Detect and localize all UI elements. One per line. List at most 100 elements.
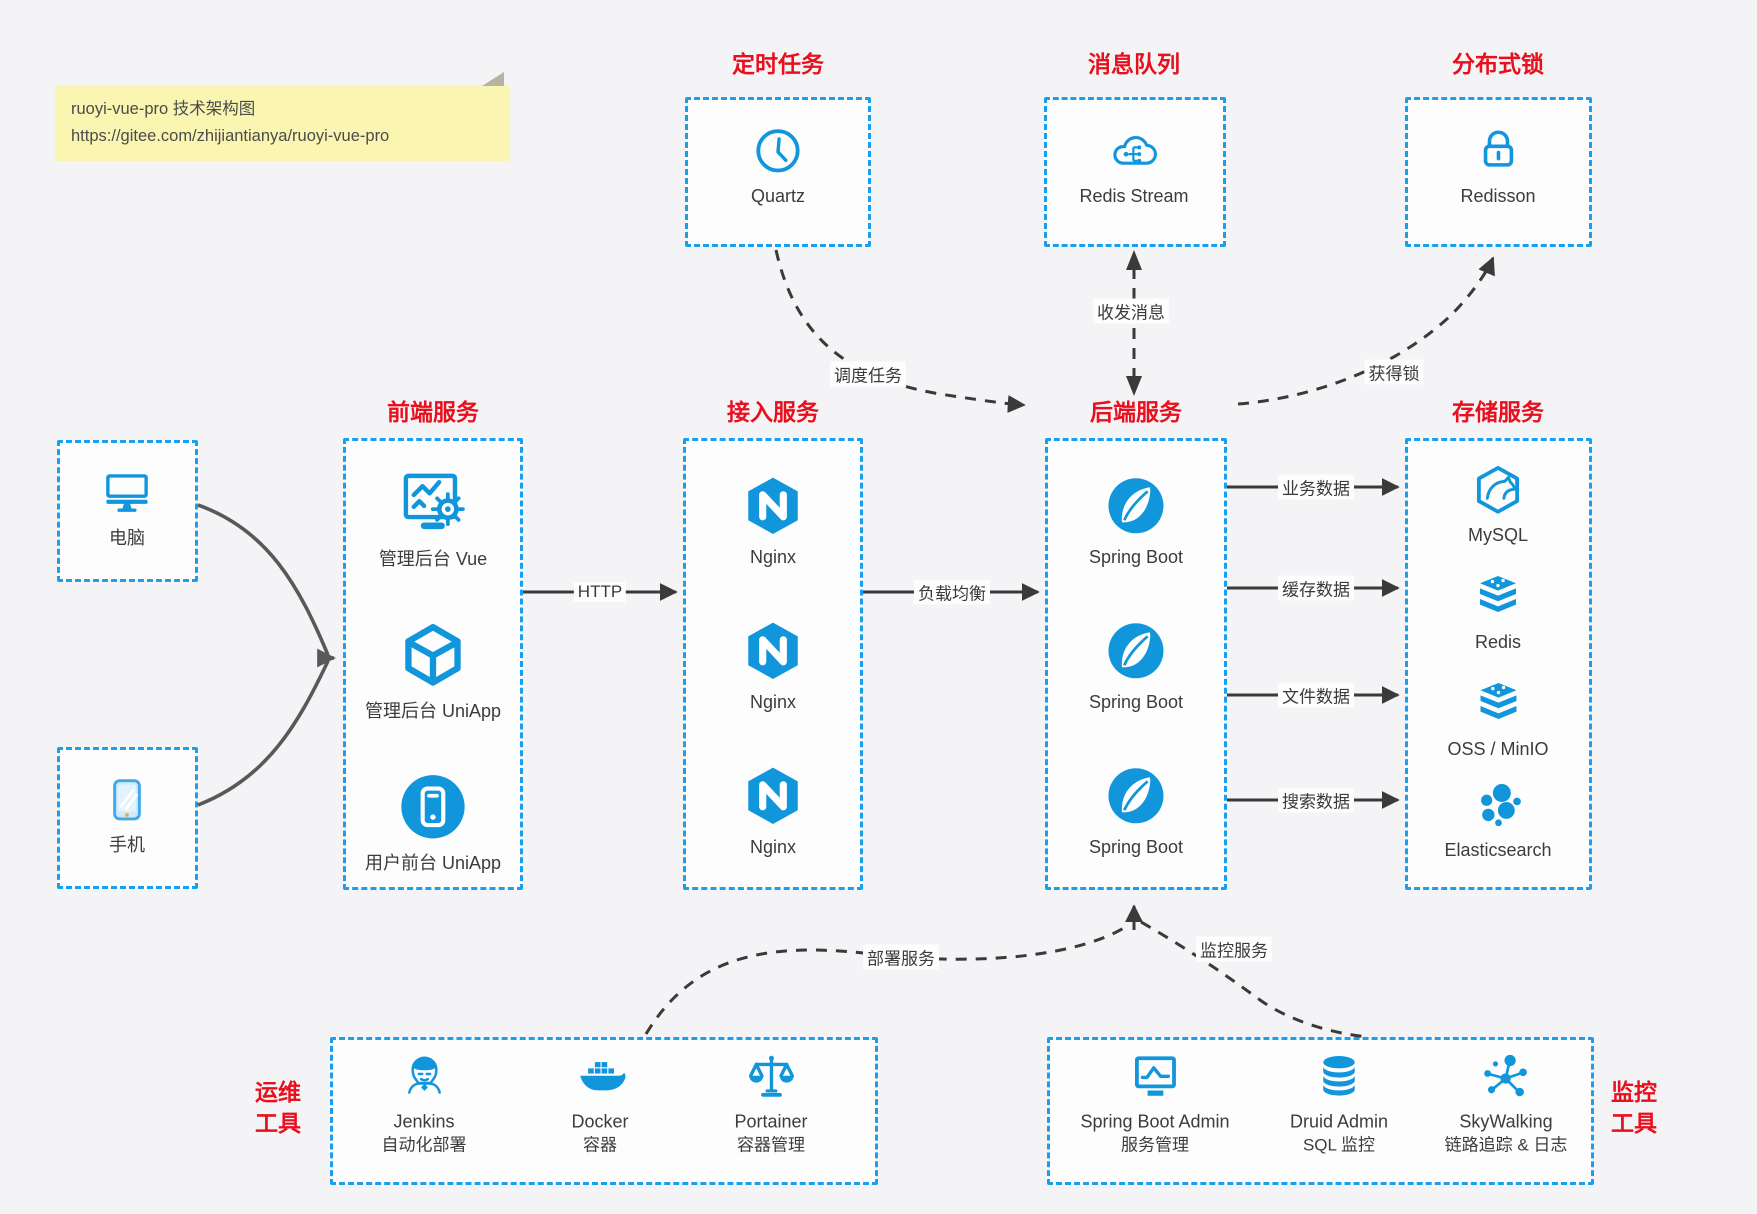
edge-message-arrow-down: [1126, 376, 1142, 396]
edge-get-lock: [1237, 256, 1495, 406]
edge-label-message: 收发消息: [1093, 298, 1169, 324]
group-title-distributed-lock: 分布式锁: [1452, 51, 1544, 77]
group-title-ops-tools: 运维 工具: [255, 1077, 301, 1139]
node-redisson: Redisson: [1460, 124, 1536, 208]
edge-message-arrow-up: [1126, 250, 1142, 270]
nginx-icon: [740, 618, 806, 684]
sticky-note: ruoyi-vue-pro 技术架构图 https://gitee.com/zh…: [55, 72, 510, 162]
node-skywalking: SkyWalking 链路追踪 & 日志: [1444, 1049, 1568, 1156]
group-title-frontend: 前端服务: [387, 399, 479, 425]
node-admin-uniapp: 管理后台 UniApp: [365, 617, 501, 723]
monitor-pulse-icon: [1128, 1049, 1182, 1103]
node-label: Redisson: [1460, 185, 1536, 206]
edge-label-deploy: 部署服务: [863, 944, 939, 970]
node-mobile: 手机: [100, 773, 154, 857]
group-title-monitor-tools: 监控 工具: [1611, 1077, 1657, 1139]
node-spring-boot-1: Spring Boot: [1089, 473, 1183, 569]
node-docker: Docker 容器: [571, 1049, 629, 1156]
node-label: Jenkins: [393, 1111, 455, 1132]
node-admin-vue: 管理后台 Vue: [379, 465, 487, 571]
node-label: Portainer: [734, 1111, 808, 1132]
node-label: Redis: [1474, 631, 1522, 652]
scales-icon: [744, 1049, 798, 1103]
edge-phone-to-frontend: [197, 660, 330, 807]
node-label: MySQL: [1467, 524, 1529, 545]
edge-deploy-service: [644, 924, 1128, 1035]
node-label: 管理后台 UniApp: [364, 700, 502, 721]
node-portainer: Portainer 容器管理: [734, 1049, 808, 1156]
group-title-gateway: 接入服务: [727, 399, 819, 425]
ops-title-line2: 工具: [255, 1110, 301, 1136]
spring-icon: [1103, 473, 1169, 539]
node-nginx-3: Nginx: [740, 763, 806, 859]
nginx-icon: [740, 473, 806, 539]
box-distributed-lock: [1405, 97, 1592, 247]
cube-icon: [395, 617, 471, 693]
edge-label-cache-data: 缓存数据: [1278, 575, 1354, 601]
node-label: 手机: [109, 834, 145, 855]
note-line-1: ruoyi-vue-pro 技术架构图: [71, 100, 256, 118]
node-elasticsearch: Elasticsearch: [1444, 778, 1552, 862]
edge-label-business-data: 业务数据: [1278, 474, 1354, 500]
node-mysql: MySQL: [1468, 463, 1528, 547]
edge-schedule-task: [774, 249, 1026, 413]
desktop-icon: [100, 466, 154, 520]
node-sublabel: 容器: [582, 1135, 617, 1155]
edge-label-search-data: 搜索数据: [1278, 787, 1354, 813]
node-label: Spring Boot Admin: [1080, 1111, 1230, 1132]
group-title-scheduler: 定时任务: [732, 51, 824, 77]
node-sublabel: 自动化部署: [381, 1135, 467, 1155]
node-label: Spring Boot: [1088, 836, 1184, 857]
edge-label-load-balance: 负载均衡: [914, 579, 990, 605]
node-label: Nginx: [749, 836, 797, 857]
note-fold-corner: [482, 72, 504, 86]
node-spring-boot-admin: Spring Boot Admin 服务管理: [1080, 1049, 1230, 1156]
cloud-stream-icon: [1107, 124, 1161, 178]
monitor-title-line1: 监控: [1611, 1078, 1657, 1105]
edge-label-monitor: 监控服务: [1196, 936, 1272, 962]
node-label: Elasticsearch: [1444, 839, 1552, 860]
database-icon: [1312, 1049, 1366, 1103]
node-label: Spring Boot: [1088, 546, 1184, 567]
node-label: Quartz: [750, 185, 806, 206]
node-label: 用户前台 UniApp: [364, 852, 502, 873]
redis-stack-icon: [1471, 677, 1525, 731]
node-label: Druid Admin: [1289, 1111, 1389, 1132]
clock-icon: [751, 124, 805, 178]
node-sublabel: 链路追踪 & 日志: [1444, 1135, 1568, 1155]
group-title-message-queue: 消息队列: [1088, 51, 1180, 77]
node-jenkins: Jenkins 自动化部署: [382, 1049, 467, 1156]
node-label: Spring Boot: [1088, 691, 1184, 712]
mysql-icon: [1471, 463, 1525, 517]
node-druid-admin: Druid Admin SQL 监控: [1290, 1049, 1388, 1156]
node-redis-stream: Redis Stream: [1079, 124, 1189, 208]
spring-icon: [1103, 618, 1169, 684]
node-label: Docker: [571, 1111, 629, 1132]
node-redis: Redis: [1471, 570, 1525, 654]
node-spring-boot-2: Spring Boot: [1089, 618, 1183, 714]
edge-label-schedule: 调度任务: [830, 361, 906, 387]
nginx-icon: [740, 763, 806, 829]
edge-label-file-data: 文件数据: [1278, 682, 1354, 708]
node-quartz: Quartz: [751, 124, 805, 208]
note-line-2: https://gitee.com/zhijiantianya/ruoyi-vu…: [71, 127, 390, 146]
jenkins-icon: [397, 1049, 451, 1103]
elasticsearch-icon: [1471, 778, 1525, 832]
node-label: 管理后台 Vue: [378, 548, 488, 569]
edge-monitor-service: [1140, 920, 1369, 1039]
redis-stack-icon: [1471, 570, 1525, 624]
node-label: Nginx: [749, 691, 797, 712]
admin-screen-gear-icon: [395, 465, 471, 541]
node-nginx-1: Nginx: [740, 473, 806, 569]
node-sublabel: 容器管理: [736, 1135, 805, 1155]
ops-title-line1: 运维: [255, 1078, 301, 1105]
node-label: Redis Stream: [1079, 185, 1189, 206]
node-label: OSS / MinIO: [1447, 738, 1549, 759]
docker-icon: [573, 1049, 627, 1103]
node-nginx-2: Nginx: [740, 618, 806, 714]
node-sublabel: SQL 监控: [1302, 1135, 1376, 1155]
node-label: Nginx: [749, 546, 797, 567]
group-title-backend: 后端服务: [1090, 399, 1182, 425]
topology-icon: [1479, 1049, 1533, 1103]
phone-circle-icon: [395, 769, 471, 845]
